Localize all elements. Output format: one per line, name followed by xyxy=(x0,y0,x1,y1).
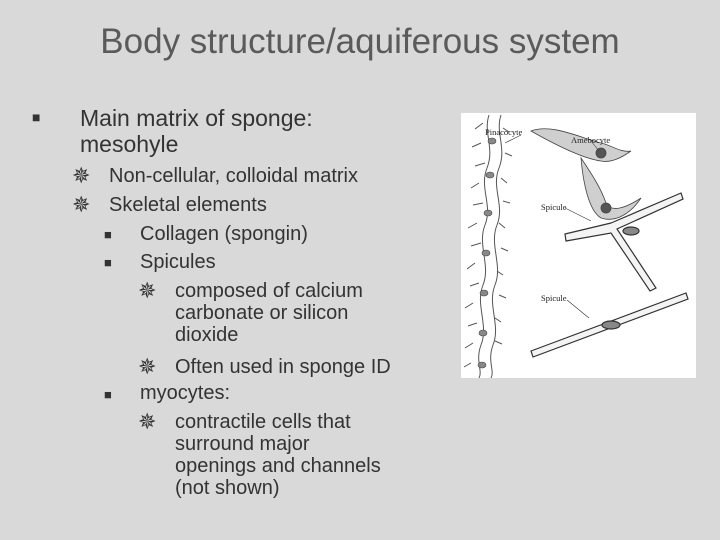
bullet-main-line1: Main matrix of sponge: xyxy=(80,105,313,131)
star-bullet-icon: ✵ xyxy=(138,278,157,303)
star-bullet-icon: ✵ xyxy=(138,409,157,434)
pinacocyte-cells xyxy=(477,137,497,369)
bullet-contractile-line4: (not shown) xyxy=(175,477,280,499)
star-bullet-icon: ✵ xyxy=(138,354,157,379)
bullet-often: Often used in sponge ID xyxy=(175,356,391,378)
spicule-triradiate xyxy=(564,192,684,292)
square-bullet-icon: ■ xyxy=(104,227,112,242)
amebocyte-cells xyxy=(530,128,642,220)
mesohyl-drawing: Pinacocyte Amebocyte Spicule Spicule xyxy=(463,114,689,379)
bullet-myocytes: myocytes: xyxy=(140,382,231,404)
bullet-non-cellular: Non-cellular, colloidal matrix xyxy=(109,165,358,187)
label-spicule-2: Spicule xyxy=(541,293,567,303)
bullet-contractile-line3: openings and channels xyxy=(175,455,381,477)
bullet-collagen: Collagen (spongin) xyxy=(140,223,308,245)
label-spicule-1: Spicule xyxy=(541,202,567,212)
star-bullet-icon: ✵ xyxy=(72,163,91,188)
bullet-spicules: Spicules xyxy=(140,251,216,273)
label-amebocyte: Amebocyte xyxy=(571,135,610,145)
star-bullet-icon: ✵ xyxy=(72,192,91,217)
bullet-composed-line3: dioxide xyxy=(175,324,239,346)
spicule-rod xyxy=(530,292,689,358)
bullet-composed-line1: composed of calcium xyxy=(175,280,363,302)
pinacoderm-layer xyxy=(463,114,513,379)
square-bullet-icon: ■ xyxy=(104,255,112,270)
label-pinacocyte: Pinacocyte xyxy=(485,127,523,137)
bullet-contractile-line1: contractile cells that xyxy=(175,411,351,433)
label-leader-lines xyxy=(504,134,600,319)
bullet-contractile-line2: surround major xyxy=(175,433,310,455)
square-bullet-icon: ■ xyxy=(104,387,112,402)
bullet-main-line2: mesohyle xyxy=(80,131,179,157)
square-bullet-icon: ■ xyxy=(32,109,41,125)
slide-title: Body structure/aquiferous system xyxy=(100,22,620,61)
bullet-skeletal: Skeletal elements xyxy=(109,194,267,216)
sponge-mesohyl-illustration: Pinacocyte Amebocyte Spicule Spicule xyxy=(461,113,696,379)
bullet-composed-line2: carbonate or silicon xyxy=(175,302,349,324)
